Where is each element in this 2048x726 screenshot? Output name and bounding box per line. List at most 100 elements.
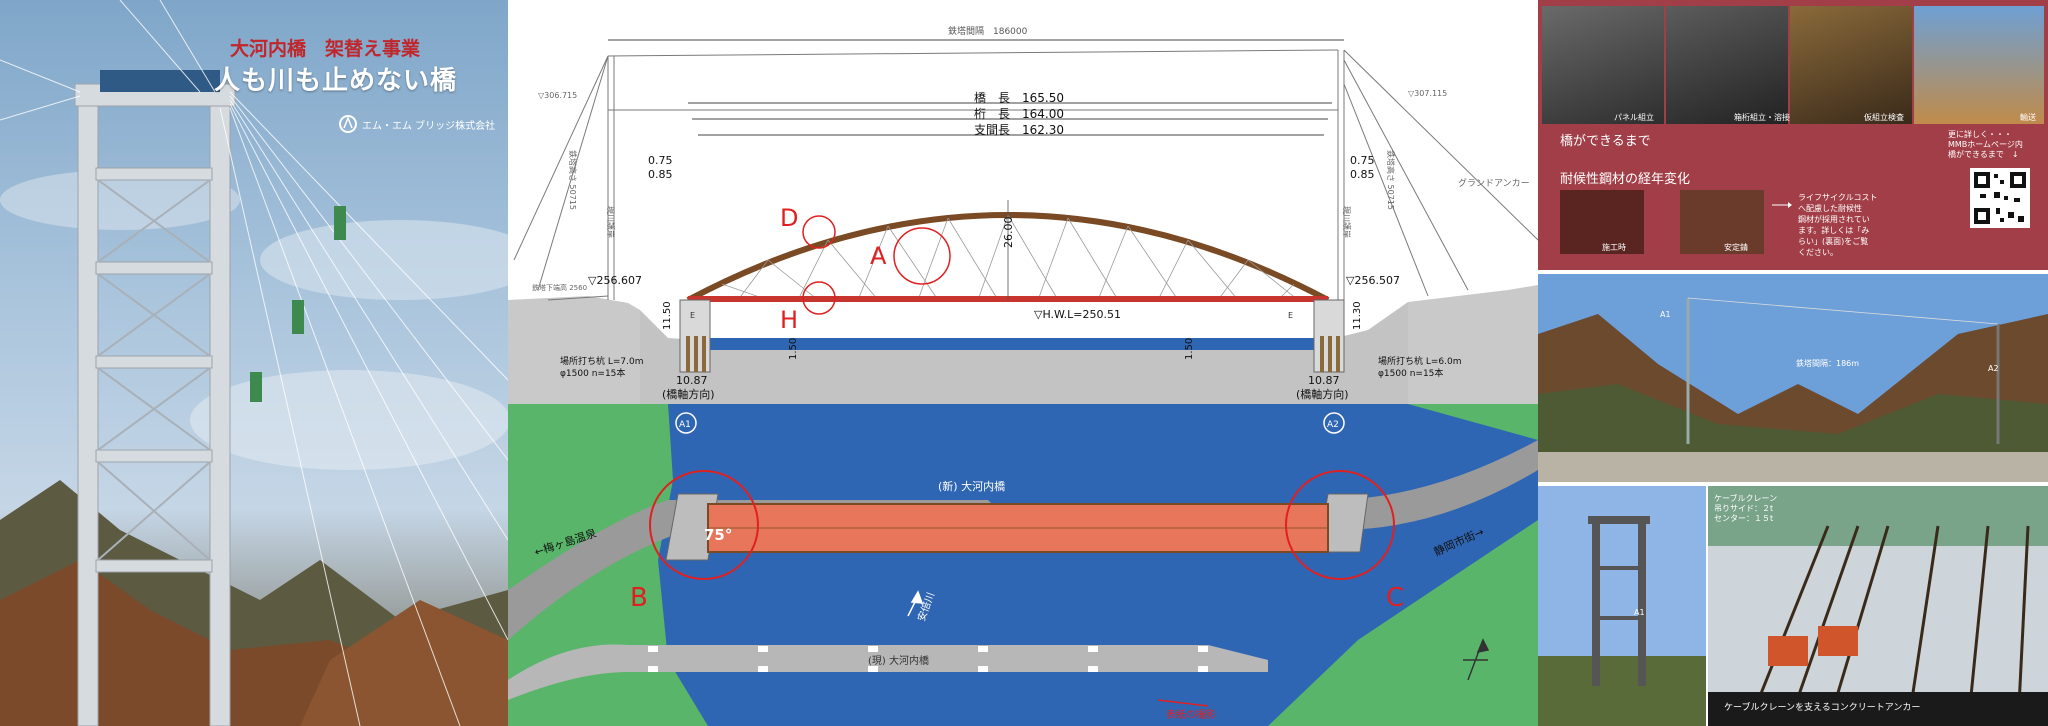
caption-photo-a1-bottom: A1 (1634, 608, 1645, 617)
label-right-elev: ▽256.507 (1346, 274, 1400, 287)
how-made-title: 橋ができるまで (1560, 134, 1651, 149)
old-bridge-piers (648, 646, 1208, 672)
lcc-line-6: ください。 (1798, 248, 1838, 257)
lcc-line-4: ます。詳しくは「み (1798, 226, 1870, 235)
road-left (508, 500, 1008, 640)
info-panel: パネル組立 箱桁組立・溶接 仮組立検査 輸送 橋ができるまで 更に詳しく・・・ … (1538, 0, 2048, 726)
label-new-bridge: (新) 大河内橋 (938, 479, 1005, 493)
label-b: B (630, 583, 648, 613)
label-span-length: 支間長 162.30 (974, 123, 1064, 137)
lcc-line-5: らい」(裏面)をご覧 (1798, 237, 1869, 246)
tower-lines (513, 49, 1538, 301)
label-left-elev: ▽256.607 (588, 274, 642, 287)
label-left-offset-2: 0.85 (648, 168, 673, 181)
caption-step-4: 輸送 (2020, 113, 2036, 122)
plan-abutment-left (665, 493, 719, 561)
label-right-e-mark: E (1288, 311, 1293, 320)
marker-d-circle (802, 215, 836, 249)
river-bed (640, 302, 1408, 404)
more-line-1: 更に詳しく・・・ (1948, 130, 2012, 139)
arch-hangers (721, 214, 1299, 301)
label-right-direction: (橋軸方向) (1296, 387, 1349, 401)
cover-title: 人も川も止めない橋 (214, 66, 458, 96)
river-flow-arrow-icon (907, 590, 924, 617)
marker-c-circle (1285, 470, 1395, 580)
crane-note: ケーブルクレーン 吊りサイド：２t センター：１５t (1714, 494, 1777, 524)
cover-subtitle: 大河内橋 架替え事業 (230, 38, 421, 60)
caption-anchor: ケーブルクレーンを支えるコンクリートアンカー (1724, 703, 1921, 713)
label-bridge-length: 橋 長 165.50 (974, 91, 1064, 105)
caption-photo-tower-spacing: 鉄塔間隔：186m (1796, 359, 1860, 368)
label-left-depth: 11.50 (662, 301, 673, 330)
tower-photo (1538, 486, 1706, 726)
label-abutment-a1: A1 (679, 420, 691, 430)
marker-a-circle (893, 227, 951, 285)
more-info: 更に詳しく・・・ MMBホームページ内 橋ができるまで ↓ (1948, 130, 2023, 160)
label-angle: 75° (704, 526, 732, 544)
qr-code[interactable] (1970, 168, 2030, 228)
label-left-width: 10.87 (676, 374, 708, 387)
label-old-bridge: (現) 大河内橋 (868, 654, 929, 667)
piles (686, 336, 1340, 372)
label-h: H (780, 306, 798, 334)
label-right-offset-1: 0.75 (1350, 154, 1375, 167)
crane-note-1: ケーブルクレーン (1714, 494, 1778, 503)
caption-sample-2: 安定錆 (1724, 243, 1748, 252)
cover-photo-arrow (1157, 699, 1209, 707)
landscape-photo (1538, 274, 2048, 482)
label-arch-height: 26.00 (1002, 217, 1015, 249)
right-ground (1408, 285, 1538, 404)
more-line-2: MMBホームページ内 (1948, 140, 2023, 149)
marker-b-circle (649, 470, 759, 580)
river-water-elevation (692, 338, 1332, 350)
lcc-text: ライフサイクルコスト へ配慮した耐候性 鋼材が採用されてい ます。詳しくは「み … (1798, 192, 1877, 258)
label-right-river-bank: 現川護岸 (1342, 206, 1352, 238)
a1-badge-icon (675, 412, 697, 434)
lcc-line-3: 鋼材が採用されてい (1798, 215, 1870, 224)
crane-note-3: センター：１５t (1714, 514, 1774, 523)
label-left-pile-depth: 1.50 (788, 338, 799, 360)
label-hwl: ▽H.W.L=250.51 (1034, 308, 1121, 321)
label-left-direction: (橋軸方向) (662, 387, 715, 401)
caption-photo-a1: A1 (1660, 310, 1671, 319)
caption-step-1: パネル組立 (1614, 113, 1654, 122)
label-girder-length: 桁 長 164.00 (974, 107, 1064, 121)
label-left-tower-height: 鉄塔高さ 50715 (568, 150, 578, 210)
label-cover-photo: 表紙の撮影 (1166, 708, 1216, 721)
sample-photo-2 (1680, 190, 1764, 254)
label-left-pile-note-2: φ1500 n=15本 (560, 367, 625, 379)
qr-code-icon (1974, 172, 2026, 224)
dimension-lines (608, 39, 1344, 136)
label-right-pile-note-2: φ1500 n=15本 (1378, 367, 1443, 379)
label-left-small: 鉄塔下端高 2560 (532, 283, 587, 292)
caption-step-3: 仮組立検査 (1864, 113, 1904, 122)
label-right-tower-height: 鉄塔高さ 50715 (1386, 150, 1396, 210)
lcc-line-1: ライフサイクルコスト (1798, 193, 1878, 202)
label-right-width: 10.87 (1308, 374, 1340, 387)
process-photo-3 (1790, 6, 1912, 124)
label-ground-anchor: グランドアンカー (1458, 177, 1530, 189)
process-photo-4 (1914, 6, 2044, 124)
label-right-top-elev: ▽307.115 (1408, 89, 1447, 98)
cover-panel: 大河内橋 架替え事業 人も川も止めない橋 エム・エム ブリッジ株式会社 (0, 0, 508, 726)
caption-step-2: 箱桁組立・溶接 (1734, 113, 1790, 122)
weathering-title: 耐候性鋼材の経年変化 (1560, 172, 1691, 187)
compass-icon (1463, 638, 1490, 681)
arrow-right-icon (1772, 202, 1792, 208)
crane-note-2: 吊りサイド：２t (1714, 504, 1774, 513)
more-line-3: 橋ができるまで ↓ (1948, 150, 2019, 159)
label-right-offset-2: 0.85 (1350, 168, 1375, 181)
caption-sample-1: 施工時 (1602, 243, 1626, 252)
cover-photo (0, 0, 508, 726)
label-left-e-mark: E (690, 311, 695, 320)
label-a: A (870, 242, 887, 270)
label-left-offset-1: 0.75 (648, 154, 673, 167)
label-right-pile-note-1: 場所打ち杭 L=6.0m (1378, 355, 1462, 367)
process-photo-1 (1542, 6, 1664, 124)
marker-h-circle (802, 281, 836, 315)
left-ground (508, 296, 640, 404)
caption-photo-a2: A2 (1988, 364, 1999, 373)
road-right (1328, 440, 1538, 530)
label-right-depth: 11.30 (1352, 301, 1363, 330)
lcc-line-2: へ配慮した耐候性 (1798, 204, 1862, 213)
